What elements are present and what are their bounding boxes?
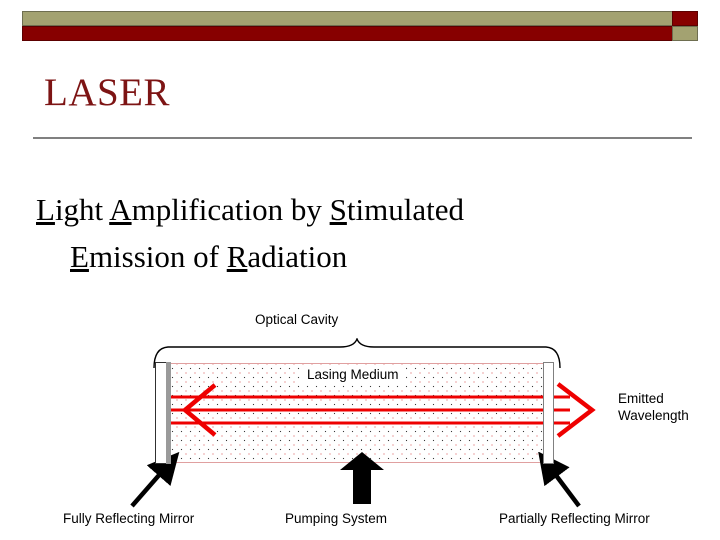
acronym-letter-r: R — [226, 239, 248, 274]
optical-cavity-brace-icon — [153, 338, 561, 368]
acronym-expansion-text: Light Amplification by Stimulated Emissi… — [36, 186, 636, 280]
label-fully-reflecting-mirror: Fully Reflecting Mirror — [63, 511, 195, 526]
fully-reflecting-mirror-pointer-icon — [130, 452, 180, 508]
acronym-text-timulated: timulated — [346, 192, 464, 227]
lasing-medium-label: Lasing Medium — [300, 366, 406, 383]
emitted-wavelength-line-2: Wavelength — [618, 408, 689, 423]
header-decoration-band — [22, 11, 698, 41]
acronym-text-mission: mission of — [88, 239, 227, 274]
header-band-bottom — [22, 26, 698, 41]
acronym-letter-a: A — [109, 192, 132, 227]
optical-cavity-body: Lasing Medium — [155, 362, 557, 464]
label-pumping-system: Pumping System — [285, 511, 388, 526]
acronym-text-adiation: adiation — [247, 239, 348, 274]
page-title: LASER — [44, 71, 171, 114]
pumping-system-arrow-icon — [340, 452, 384, 504]
title-divider-rule — [33, 137, 692, 139]
label-partially-reflecting-mirror: Partially Reflecting Mirror — [499, 511, 650, 526]
acronym-letter-s: S — [329, 192, 347, 227]
acronym-line-2: Emission of Radiation — [36, 233, 636, 280]
header-band-cap-top — [672, 11, 698, 26]
laser-cavity-diagram: Optical Cavity — [0, 300, 720, 540]
header-band-cap-bottom — [672, 26, 698, 41]
header-band-top — [22, 11, 698, 26]
partially-reflecting-mirror-pointer-icon — [538, 452, 581, 508]
emitted-wavelength-label: Emitted Wavelength — [618, 390, 689, 424]
acronym-line-1: Light Amplification by Stimulated — [36, 192, 464, 227]
partially-reflecting-mirror — [543, 362, 554, 464]
laser-beam-rays — [156, 382, 596, 438]
optical-cavity-label: Optical Cavity — [255, 312, 339, 327]
fully-reflecting-mirror-coating — [166, 362, 171, 464]
emitted-wavelength-line-1: Emitted — [618, 391, 664, 406]
acronym-letter-e: E — [70, 239, 89, 274]
acronym-text-ight: ight — [54, 192, 110, 227]
acronym-text-mplification: mplification by — [131, 192, 330, 227]
acronym-letter-l: L — [36, 192, 55, 227]
